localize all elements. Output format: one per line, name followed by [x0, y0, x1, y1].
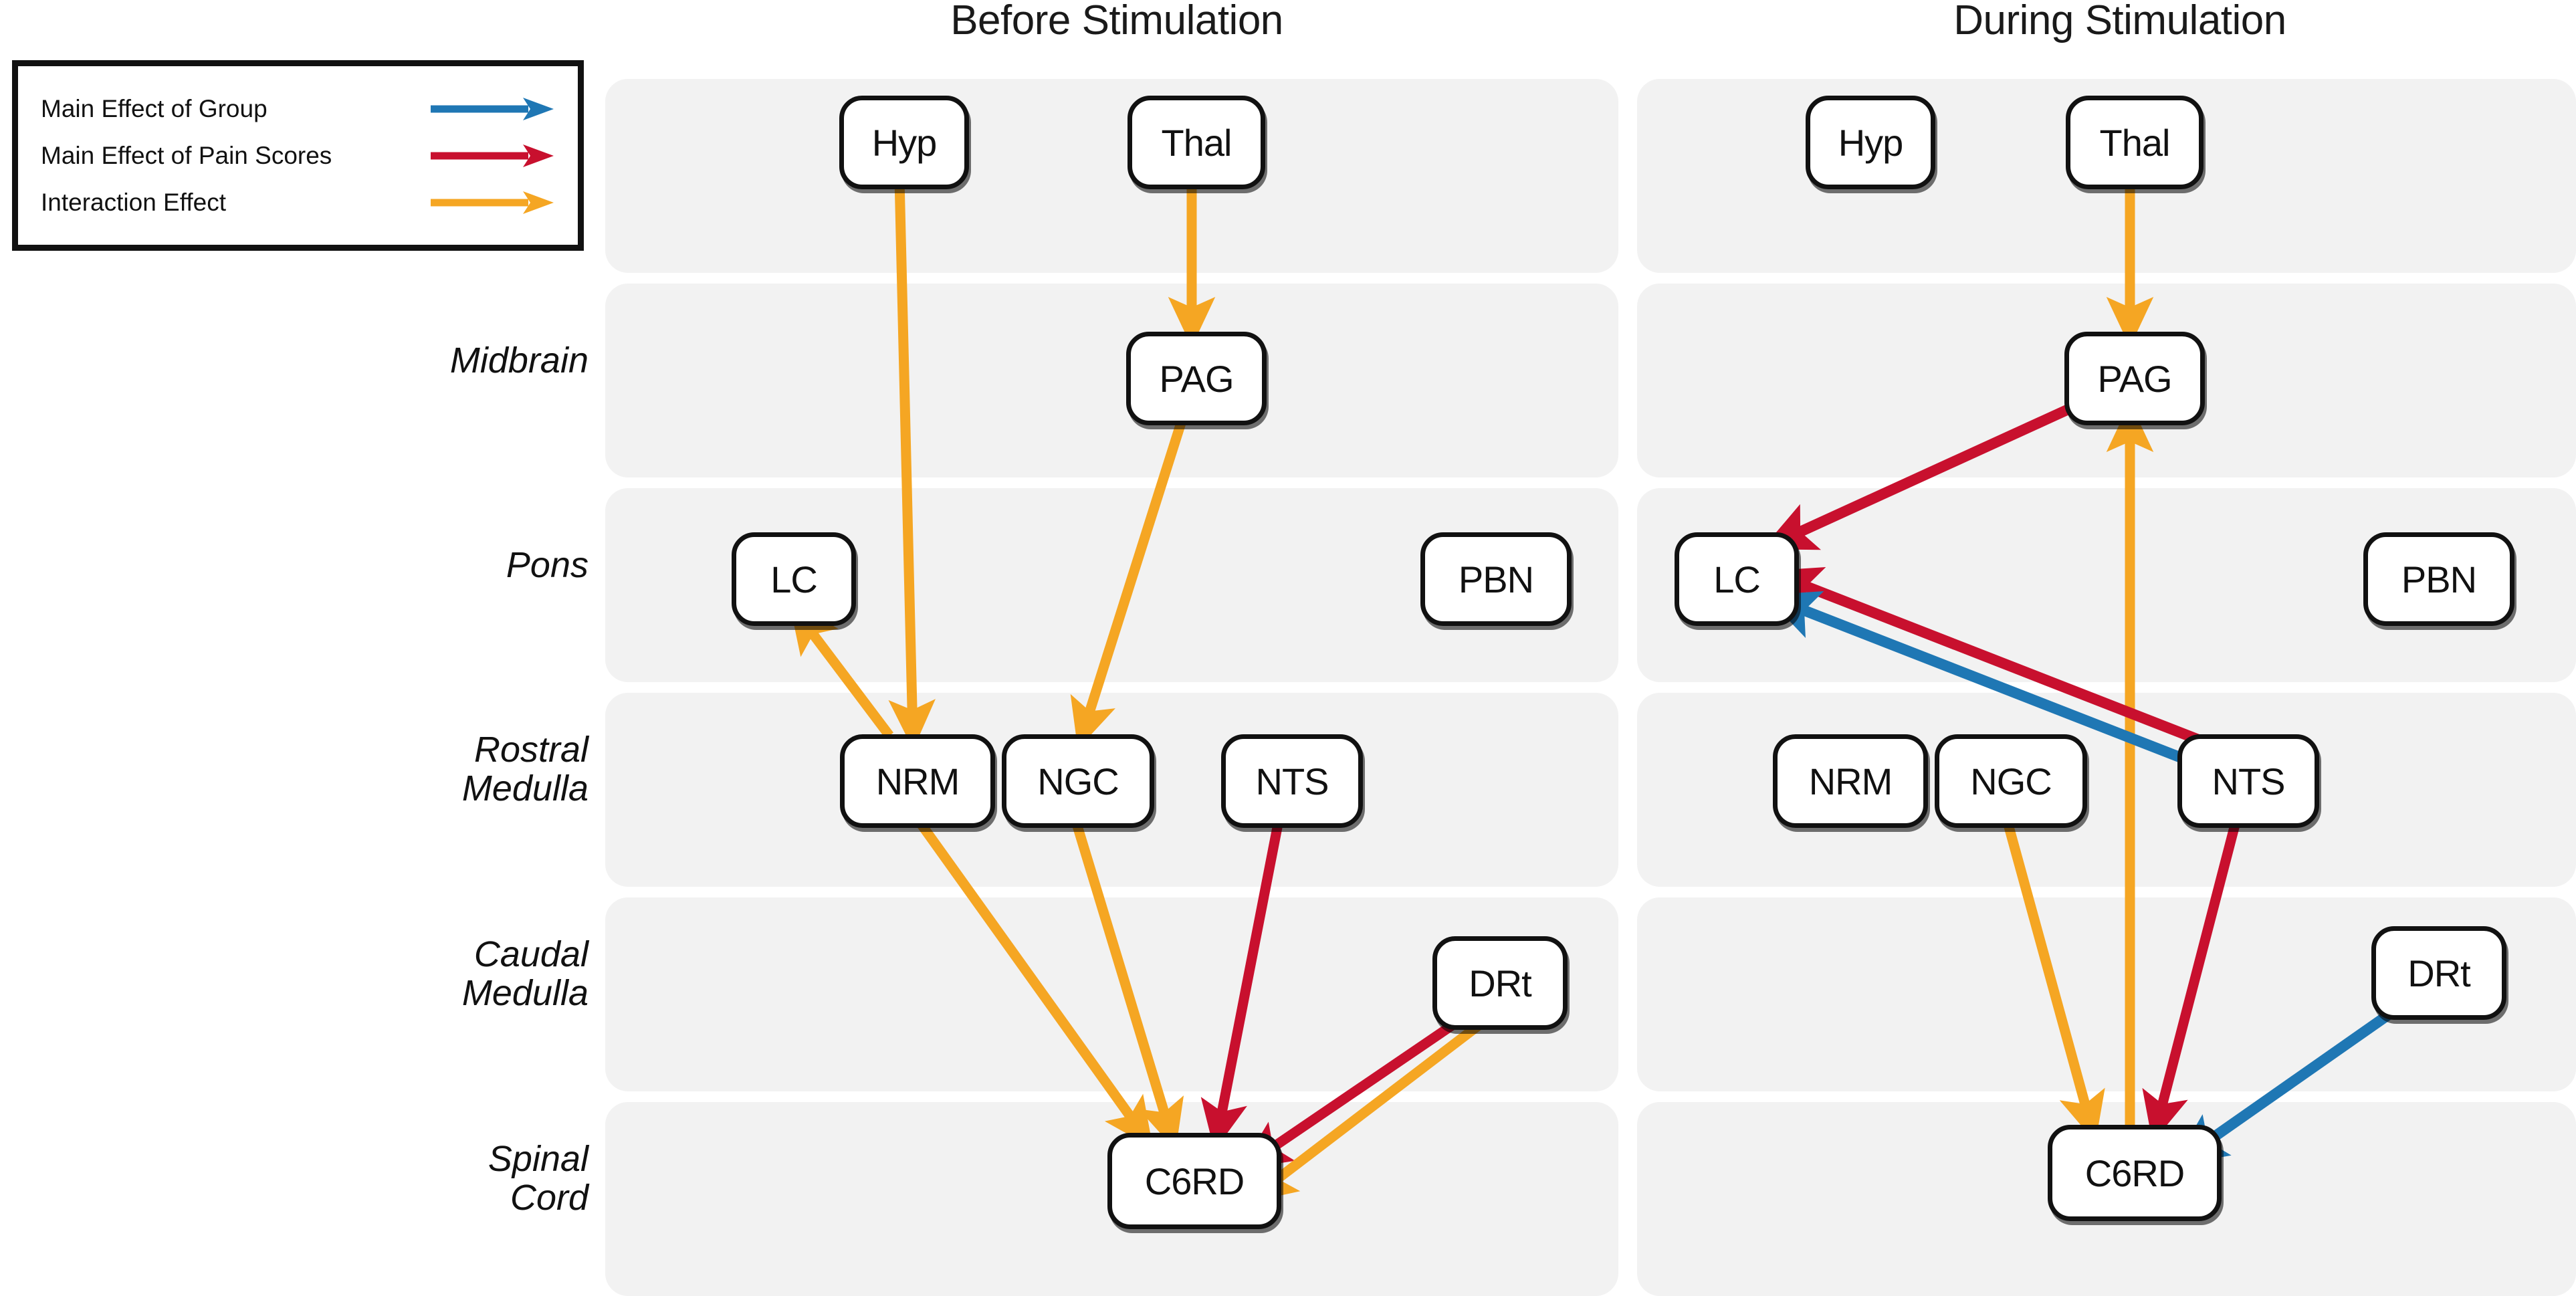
legend-label-interaction: Interaction Effect [41, 188, 226, 216]
band-forebrain-left [605, 79, 1618, 273]
node-lc-during[interactable]: LC [1675, 532, 1799, 626]
panel-title-during: During Stimulation [1953, 0, 2286, 43]
node-nts-during[interactable]: NTS [2177, 734, 2319, 828]
node-pag-before[interactable]: PAG [1126, 332, 1267, 425]
node-lc-before[interactable]: LC [732, 532, 856, 626]
row-label-caudal-medulla: Caudal Medulla [461, 934, 588, 1014]
node-c6rd-during[interactable]: C6RD [2048, 1125, 2222, 1221]
legend-item-interaction: Interaction Effect [41, 189, 555, 217]
node-c6rd-before[interactable]: C6RD [1107, 1133, 1281, 1229]
node-thal-during[interactable]: Thal [2066, 96, 2204, 189]
node-ngc-during[interactable]: NGC [1935, 734, 2087, 828]
node-nrm-before[interactable]: NRM [840, 734, 995, 828]
node-nrm-during[interactable]: NRM [1773, 734, 1928, 828]
row-label-spinal-cord: Spinal Cord [488, 1139, 588, 1218]
node-thal-before[interactable]: Thal [1128, 96, 1265, 189]
row-label-rostral-medulla: Rostral Medulla [461, 730, 588, 809]
legend-label-pain: Main Effect of Pain Scores [41, 141, 332, 169]
node-drt-during[interactable]: DRt [2371, 926, 2506, 1020]
node-nts-before[interactable]: NTS [1221, 734, 1363, 828]
node-hyp-before[interactable]: Hyp [839, 96, 969, 189]
arrow-right-icon [431, 97, 554, 120]
node-hyp-during[interactable]: Hyp [1806, 96, 1935, 189]
node-pbn-during[interactable]: PBN [2363, 532, 2514, 626]
legend-label-group: Main Effect of Group [41, 94, 267, 122]
panel-title-before: Before Stimulation [950, 0, 1283, 43]
arrow-right-icon [431, 144, 554, 167]
legend-item-pain: Main Effect of Pain Scores [41, 142, 555, 170]
row-label-midbrain: Midbrain [449, 340, 588, 381]
legend-box: Main Effect of Group Main Effect of Pain… [12, 60, 584, 251]
node-drt-before[interactable]: DRt [1432, 936, 1568, 1030]
arrow-right-icon [431, 191, 554, 214]
node-pbn-before[interactable]: PBN [1420, 532, 1572, 626]
node-pag-during[interactable]: PAG [2064, 332, 2205, 425]
legend-item-group: Main Effect of Group [41, 95, 555, 123]
node-ngc-before[interactable]: NGC [1002, 734, 1154, 828]
row-label-pons: Pons [506, 545, 588, 585]
band-midbrain-left [605, 284, 1618, 477]
